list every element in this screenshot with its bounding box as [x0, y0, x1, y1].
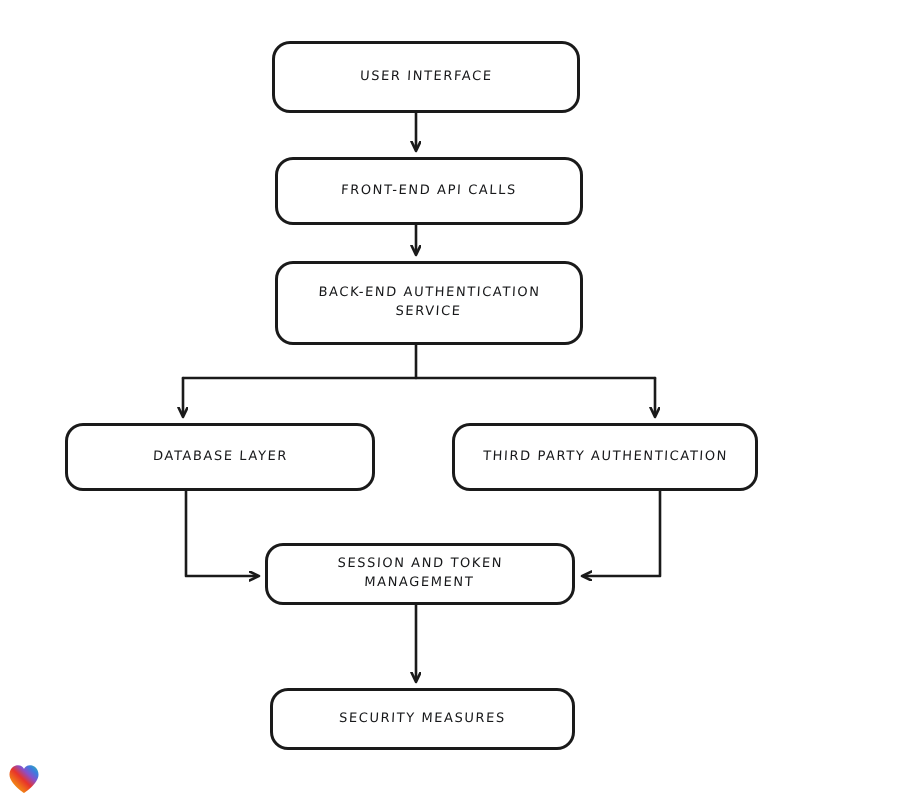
node-front-end-api-calls-label: Front-End API Calls: [340, 182, 518, 198]
node-front-end-api-calls[interactable]: Front-End API Calls: [275, 157, 583, 225]
node-back-end-auth-service-label: Back-End Authentication Service: [318, 285, 541, 319]
edge-thirdparty-to-session: [583, 489, 662, 576]
node-database-layer[interactable]: Database Layer: [65, 423, 375, 491]
node-session-token-management[interactable]: Session and Token Management: [265, 543, 575, 605]
node-database-layer-label: Database Layer: [152, 448, 288, 464]
node-third-party-auth-label: Third Party Authentication: [482, 448, 728, 464]
node-third-party-auth[interactable]: Third Party Authentication: [452, 423, 758, 491]
node-user-interface-label: User Interface: [359, 68, 493, 84]
node-security-measures[interactable]: Security Measures: [270, 688, 575, 750]
node-security-measures-label: Security Measures: [338, 710, 507, 726]
node-user-interface[interactable]: User Interface: [272, 41, 580, 113]
heart-icon: [9, 765, 39, 793]
node-back-end-auth-service[interactable]: Back-End Authentication Service: [275, 261, 583, 345]
edge-db-to-session: [184, 489, 258, 576]
node-session-token-management-label: Session and Token Management: [337, 556, 504, 590]
